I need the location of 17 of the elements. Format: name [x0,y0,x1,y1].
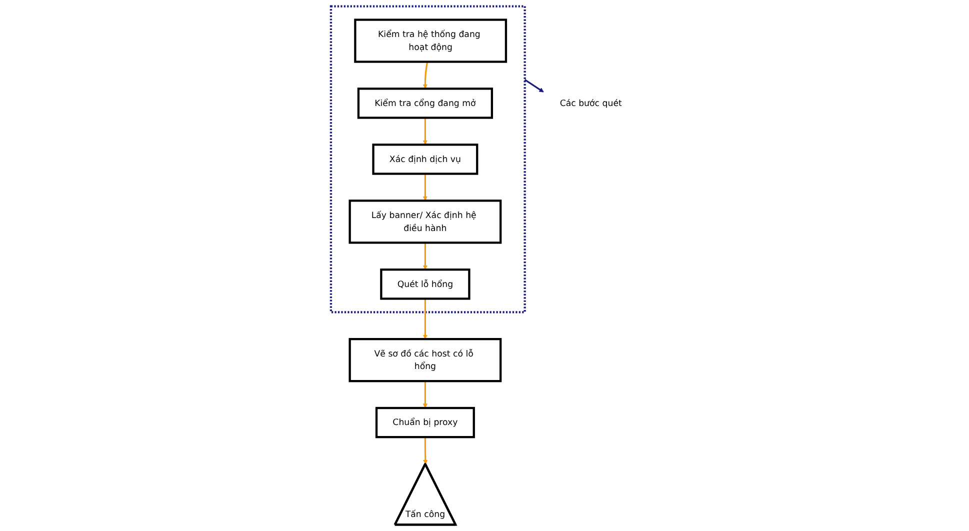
node-box: Kiểm tra hệ thống đang hoạt động [354,18,508,63]
arrow [423,437,428,464]
cluster [330,5,526,314]
arrow [422,381,428,408]
node-box: Chuẩn bị proxy [375,406,475,438]
arrow [422,62,428,89]
node-box: Xác định dịch vụ [372,144,478,175]
arrow [422,118,428,145]
node-box: Lấy banner/ Xác định hệ điều hành [348,200,502,244]
node-box: Kiểm tra cổng đang mở [357,88,494,119]
arrow [422,174,428,201]
arrow [422,298,428,340]
node-box: Vẽ sơ đồ các host có lỗ hổng [348,338,502,382]
node-box: Quét lỗ hổng [380,268,470,300]
arrow [524,79,544,92]
arrow [422,242,428,270]
node-text: Các bước quét [560,98,622,108]
